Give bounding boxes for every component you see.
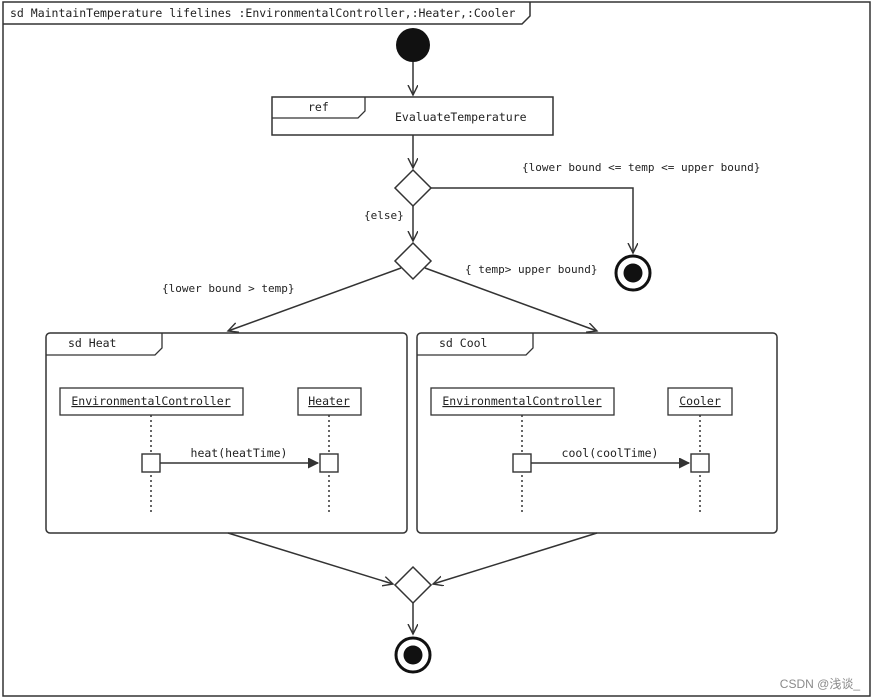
decision-node-1 (393, 168, 433, 208)
heat-frame-tab (46, 333, 163, 356)
cool-frame-tab (417, 333, 534, 356)
outer-frame-tab (3, 2, 531, 25)
heat-activation-left (141, 453, 161, 473)
ref-name: EvaluateTemperature (395, 110, 527, 124)
frame-title: sd MaintainTemperature lifelines :Enviro… (10, 6, 515, 20)
guard-too-hot: { temp> upper bound} (465, 263, 597, 276)
initial-node (396, 28, 430, 62)
cool-lifeline-right-label: Cooler (679, 394, 721, 408)
cool-lifeline-right-head (667, 387, 733, 416)
guard-else: {else} (364, 209, 404, 222)
cool-message-label: cool(coolTime) (562, 446, 659, 460)
decision-node-2 (393, 241, 433, 281)
final-node-lower-inner (403, 645, 423, 665)
heat-lifeline-left-head (59, 387, 244, 416)
cool-activation-right (690, 453, 710, 473)
heat-frame-title: sd Heat (68, 336, 116, 350)
cool-frame-title: sd Cool (439, 336, 487, 350)
edge-heat-to-merge (227, 532, 393, 584)
edge-to-cool (424, 267, 597, 331)
heat-frame (45, 332, 408, 534)
cool-frame (416, 332, 778, 534)
guard-too-cold: {lower bound > temp} (162, 282, 294, 295)
cool-lifeline-left-head (430, 387, 615, 416)
edge-in-range (431, 187, 633, 253)
heat-message-label: heat(heatTime) (191, 446, 288, 460)
heat-lifeline-right-label: Heater (308, 394, 350, 408)
final-node-upper-inner (623, 263, 643, 283)
edge-cool-to-merge (433, 532, 598, 584)
heat-lifeline-left-label: EnvironmentalController (71, 394, 230, 408)
edge-to-heat (228, 267, 402, 331)
ref-keyword: ref (308, 100, 329, 114)
heat-activation-right (319, 453, 339, 473)
merge-node (393, 565, 433, 605)
ref-fragment-tab (272, 97, 366, 119)
cool-activation-left (512, 453, 532, 473)
cool-lifeline-left-label: EnvironmentalController (442, 394, 601, 408)
guard-in-range: {lower bound <= temp <= upper bound} (522, 161, 760, 174)
ref-fragment (271, 96, 554, 136)
watermark: CSDN @浅谈_ (779, 677, 860, 691)
